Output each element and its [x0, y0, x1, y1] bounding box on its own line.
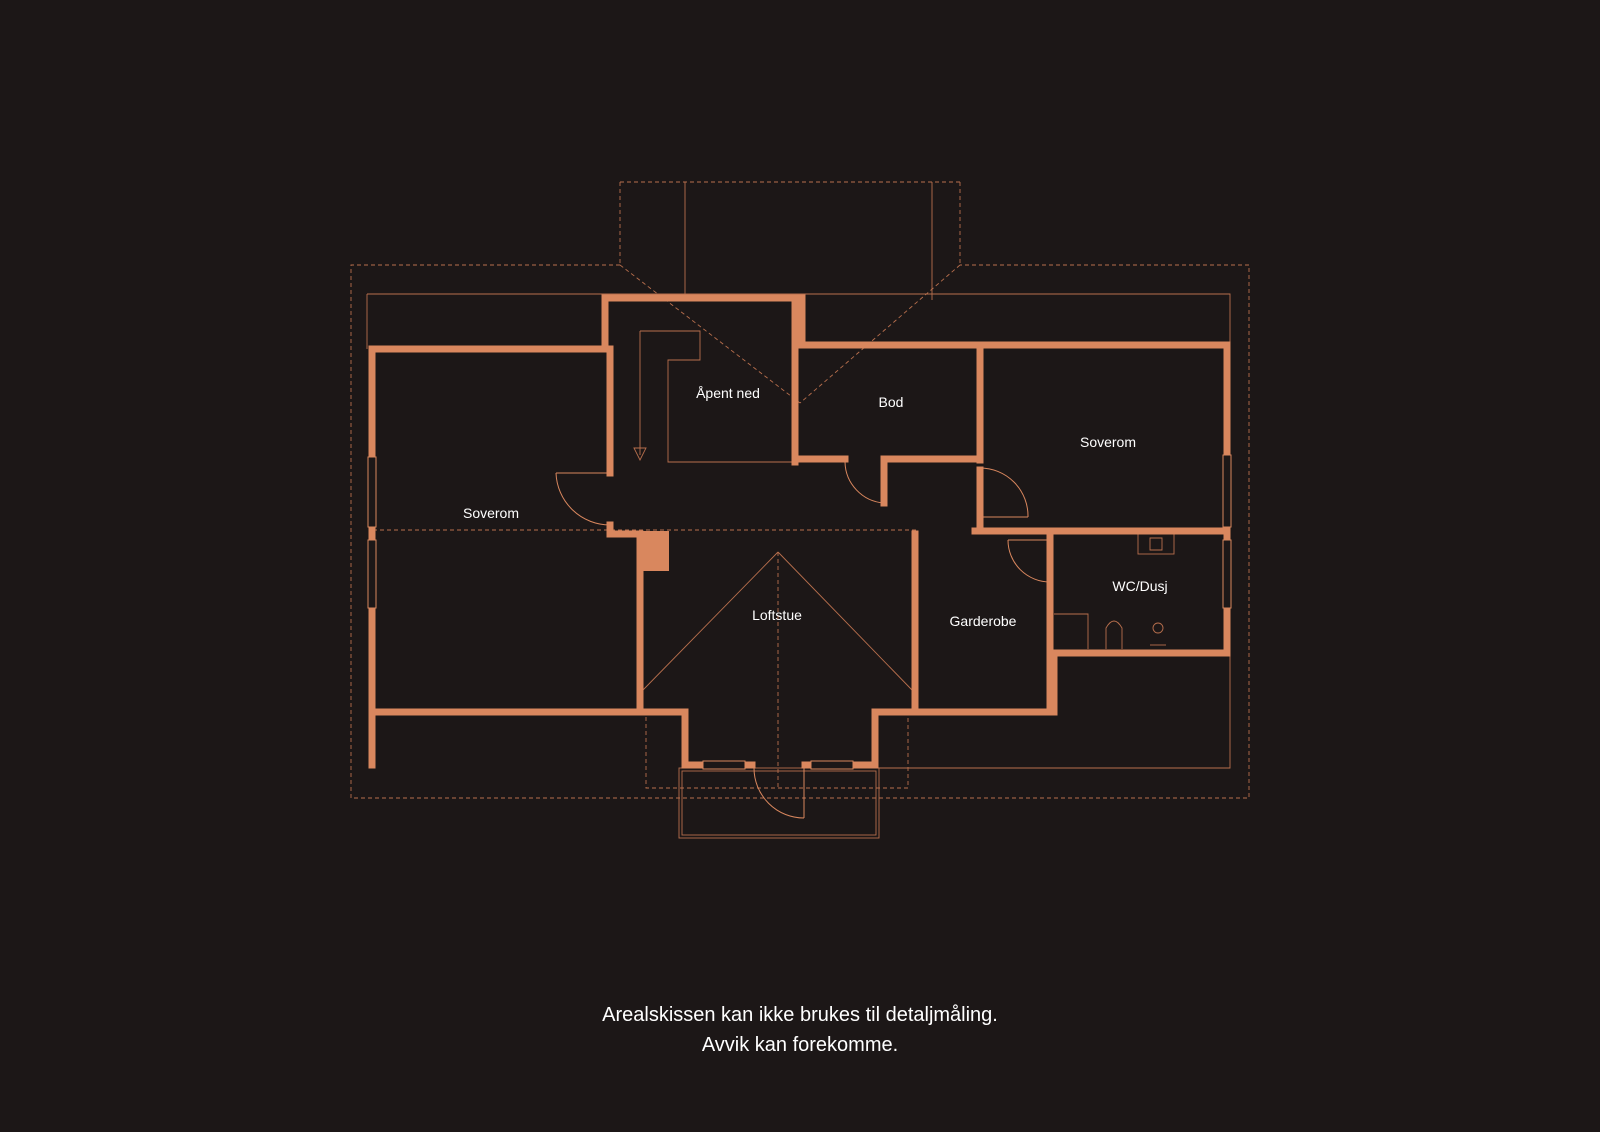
room-label-wc-dusj: WC/Dusj	[1112, 578, 1167, 594]
walls	[368, 294, 1231, 769]
windows	[367, 454, 1232, 770]
door-swings	[555, 461, 1051, 819]
roof-outline	[350, 181, 1250, 799]
disclaimer-line-2: Avvik kan forekomme.	[701, 1034, 899, 1056]
room-label-apent-ned: Åpent ned	[696, 385, 760, 401]
wall-column	[636, 531, 669, 571]
disclaimer-note: Arealskissen kan ikke brukes til detaljm…	[0, 1000, 1600, 1060]
room-label-bod: Bod	[879, 394, 904, 410]
disclaimer-line-1: Arealskissen kan ikke brukes til detaljm…	[602, 1004, 998, 1026]
room-label-soverom-right: Soverom	[1080, 434, 1136, 450]
room-label-soverom-left: Soverom	[463, 505, 519, 521]
room-label-loftstue: Loftstue	[752, 607, 802, 623]
room-label-garderobe: Garderobe	[950, 613, 1017, 629]
